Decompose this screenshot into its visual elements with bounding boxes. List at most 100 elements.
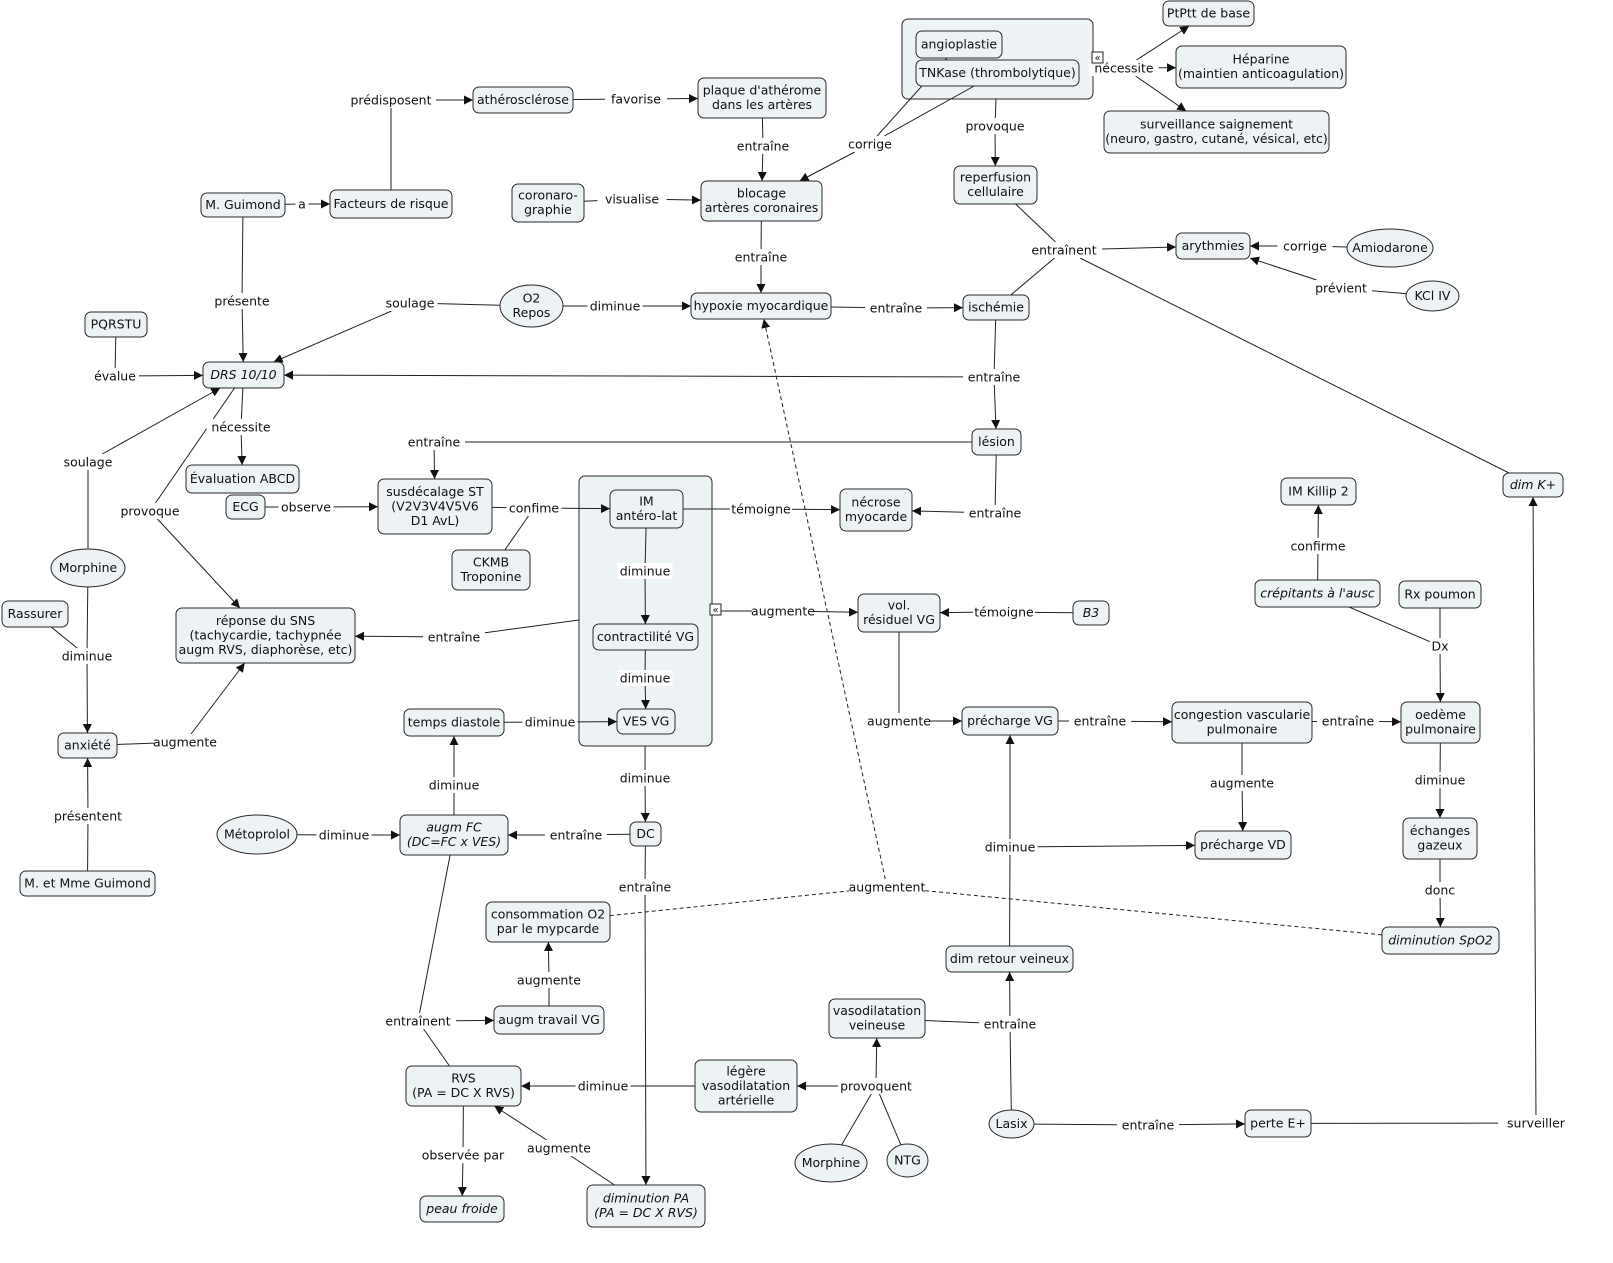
connection-line: [1009, 1031, 1012, 1111]
concept-lasix[interactable]: Lasix: [988, 1109, 1035, 1139]
concept-label: Facteurs de risque: [334, 196, 449, 211]
concept-augmfc[interactable]: augm FC(DC=FC x VES): [399, 814, 509, 856]
connection-line: [994, 98, 997, 119]
concept-travail[interactable]: augm travail VG: [493, 1005, 605, 1035]
concept-contract[interactable]: contractilité VG: [592, 623, 699, 651]
concept-lesion[interactable]: lésion: [971, 428, 1022, 456]
concept-label: contractilité VG: [597, 629, 694, 644]
concept-pqrstu[interactable]: PQRSTU: [84, 311, 148, 338]
concept-mmme[interactable]: M. et Mme Guimond: [19, 870, 156, 897]
svg-text:«: «: [1094, 53, 1100, 64]
concept-guimond[interactable]: M. Guimond: [200, 192, 286, 218]
concept-crep[interactable]: crépitants à l'ausc: [1254, 579, 1381, 608]
linking-phrase-diminue-group: diminue: [617, 770, 673, 786]
concept-ischemie[interactable]: ischémie: [962, 294, 1030, 321]
linking-phrase-dx: Dx: [1430, 638, 1450, 654]
linking-phrase-entraine-cong: entraîne: [1317, 713, 1379, 729]
svg-text:diminue: diminue: [525, 715, 576, 730]
concept-tdiast[interactable]: temps diastole: [403, 708, 505, 737]
concept-surv[interactable]: surveillance saignement(neuro, gastro, c…: [1103, 110, 1330, 154]
concept-angio[interactable]: angioplastie: [915, 30, 1003, 59]
connection-line: [419, 854, 451, 1014]
concept-precharge[interactable]: précharge VG: [961, 706, 1059, 736]
concept-athero[interactable]: athérosclérose: [472, 86, 574, 114]
svg-text:prévient: prévient: [1315, 281, 1367, 296]
collapse-toggle-tnk-group-icon[interactable]: «: [1091, 51, 1104, 64]
concept-morphine2[interactable]: Morphine: [794, 1143, 868, 1183]
concept-heparine[interactable]: Héparine(maintien anticoagulation): [1175, 45, 1347, 89]
concept-b3[interactable]: B3: [1072, 600, 1110, 626]
concept-label: Troponine: [460, 569, 522, 584]
svg-text:témoigne: témoigne: [731, 502, 791, 517]
concept-arythmies[interactable]: arythmies: [1175, 232, 1251, 260]
concept-tnk[interactable]: TNKase (thrombolytique): [915, 59, 1080, 87]
concept-killip[interactable]: IM Killip 2: [1280, 477, 1357, 506]
linking-phrase-diminue-vasoa: diminue: [575, 1078, 631, 1094]
concept-anxiete[interactable]: anxiété: [57, 732, 118, 759]
concept-label: consommation O2: [491, 907, 605, 922]
concept-ntg[interactable]: NTG: [886, 1143, 929, 1178]
concept-evalabcd[interactable]: Évaluation ABCD: [185, 464, 300, 494]
concept-label: vol.: [888, 598, 911, 613]
concept-peau[interactable]: peau froide: [419, 1195, 505, 1223]
concept-ptptt[interactable]: PtPtt de base: [1162, 0, 1255, 27]
connection-line: [50, 626, 78, 649]
linking-phrase-entraine-lesion2: entraîne: [964, 505, 1026, 521]
concept-label: peau froide: [425, 1201, 498, 1216]
linking-phrase-necessite-tnk: nécessite: [1089, 60, 1159, 76]
svg-text:Dx: Dx: [1431, 639, 1448, 654]
concept-label: (PA = DC X RVS): [412, 1085, 515, 1100]
concept-dc[interactable]: DC: [629, 821, 662, 847]
concept-ves[interactable]: VES VG: [616, 708, 676, 735]
concept-dimspo2[interactable]: diminution SpO2: [1381, 926, 1500, 955]
collapse-toggle-im-group-icon[interactable]: «: [709, 603, 722, 616]
svg-text:a: a: [298, 197, 306, 212]
concept-corono[interactable]: coronaro-graphie: [511, 183, 585, 223]
connection-line: [102, 387, 221, 455]
concept-label: myocarde: [845, 509, 908, 524]
concept-dimpa[interactable]: diminution PA(PA = DC X RVS): [586, 1184, 706, 1228]
concept-sns[interactable]: réponse du SNS(tachycardie, tachypnéeaug…: [175, 607, 356, 664]
concept-volres[interactable]: vol.résiduel VG: [857, 593, 941, 633]
concept-kcl[interactable]: KCl IV: [1405, 280, 1460, 312]
concept-dimk[interactable]: dim K+: [1502, 472, 1564, 498]
concept-drs[interactable]: DRS 10/10: [202, 361, 285, 389]
concept-rx[interactable]: Rx poumon: [1398, 580, 1482, 609]
linking-phrase-diminue-o2: diminue: [587, 298, 643, 314]
concept-amio[interactable]: Amiodarone: [1346, 228, 1434, 268]
concept-label: ischémie: [968, 299, 1024, 314]
svg-text:augmente: augmente: [527, 1141, 591, 1156]
concept-prechvd[interactable]: précharge VD: [1194, 830, 1292, 860]
linking-phrase-entraine-dc2: entraîne: [614, 879, 676, 895]
linking-phrase-diminue-ret: diminue: [982, 839, 1038, 855]
svg-text:diminue: diminue: [1415, 773, 1466, 788]
concept-morphine1[interactable]: Morphine: [50, 548, 126, 588]
concept-rassurer[interactable]: Rassurer: [1, 600, 69, 628]
concept-ecg[interactable]: ECG: [225, 494, 266, 520]
concept-rvs[interactable]: RVS(PA = DC X RVS): [405, 1065, 522, 1107]
concept-hypoxie[interactable]: hypoxie myocardique: [690, 292, 832, 320]
concept-dimretour[interactable]: dim retour veineux: [945, 945, 1074, 973]
concept-facteurs[interactable]: Facteurs de risque: [329, 189, 453, 219]
concept-label: diminution PA: [603, 1191, 689, 1206]
concept-metoprolol[interactable]: Métoprolol: [216, 814, 298, 855]
connection-line: [238, 308, 248, 363]
concept-pertee[interactable]: perte E+: [1244, 1109, 1312, 1138]
svg-text:entraîne: entraîne: [1074, 714, 1127, 729]
concept-label: artérielle: [718, 1092, 775, 1107]
svg-text:diminue: diminue: [590, 299, 641, 314]
